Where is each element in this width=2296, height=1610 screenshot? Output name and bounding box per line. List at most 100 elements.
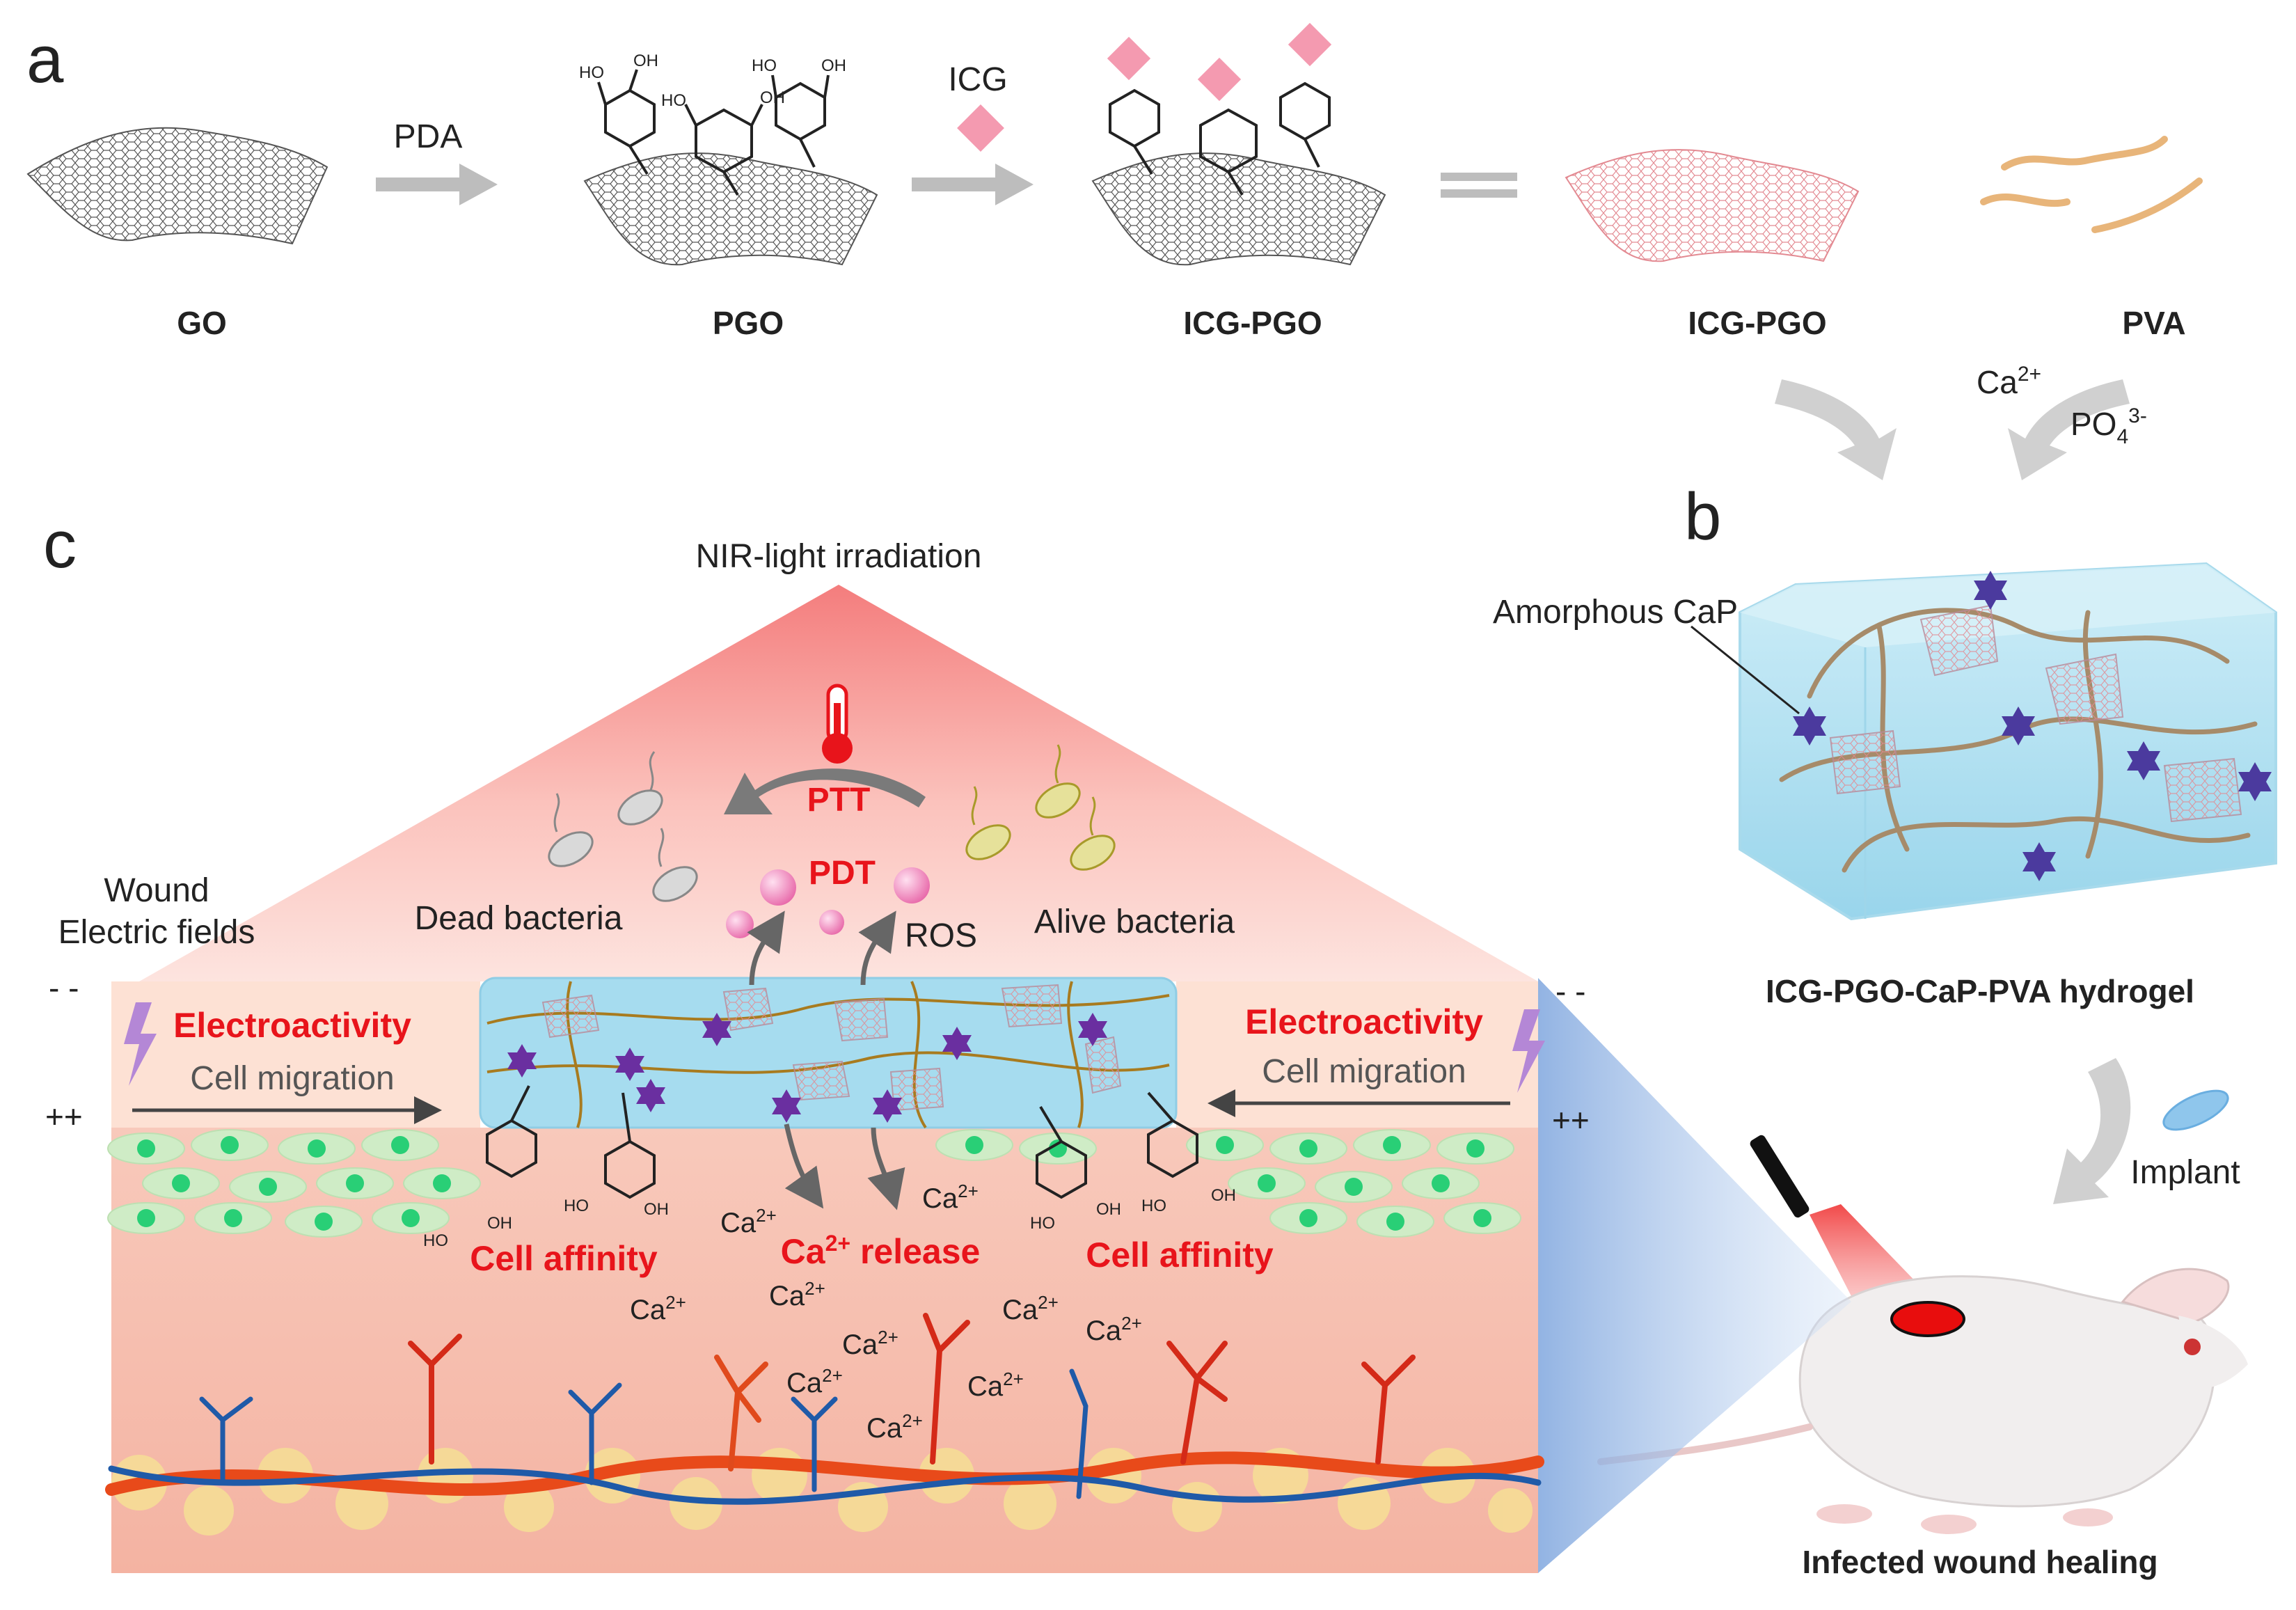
pdt-label: PDT [809,855,876,892]
icg-molecule-icon [957,104,1004,152]
pva-chains [1980,136,2203,233]
oh-label: OH [644,1200,669,1219]
icg-molecule-icon [1197,57,1242,102]
ros-arrows [747,910,896,986]
ho-label: HO [752,56,777,75]
ros-label: ROS [905,917,977,954]
charge-plus-right: ++ [1552,1102,1590,1138]
calcium-release-arrows [784,1123,905,1210]
hydroxyl-labels-pgo: HO OH HO OH HO OH [579,52,846,110]
calcium-ion: Ca2+ [922,1181,979,1214]
implant-arrow [2053,1058,2131,1204]
lightning-icon [1512,1009,1545,1093]
alive-bacteria [965,744,1116,871]
oh-label: OH [1211,1186,1236,1205]
electric-fields-label: Electric fields [58,914,255,951]
icg-molecule-icon [1288,22,1332,67]
nir-light-pyramid [139,585,1538,981]
icg-molecule-icon [1107,36,1151,81]
go-label: GO [177,305,227,341]
oh-label: OH [760,88,785,107]
catechol-groups-icg [1109,81,1331,196]
ho-label: HO [423,1231,448,1250]
cell-affinity-label-left: Cell affinity [470,1239,658,1278]
cell-migration-label-left: Cell migration [190,1060,394,1097]
hydrogel-bed-flakes [541,984,1122,1112]
dead-bacteria [548,751,698,902]
laser-pointer-icon [1750,1135,1810,1218]
icg-pgo-label: ICG-PGO [1183,305,1322,341]
ho-label: HO [1141,1197,1166,1215]
ptt-label: PTT [807,782,871,819]
outcome-label: Infected wound healing [1802,1544,2158,1580]
catechol-hydroxyl-labels: HO OH HO OH HO OH HO OH [423,1186,1236,1250]
catechol-anchors [486,1085,1198,1199]
pda-label: PDA [394,118,463,155]
mouse-illustration [1597,1268,2248,1534]
calcium-ions: Ca2+ Ca2+ Ca2+ Ca2+ Ca2+ Ca2+ Ca2+ Ca2+ … [630,1181,1142,1444]
implant-disc-icon [2162,1089,2229,1131]
ho-label: HO [661,91,686,110]
electroactivity-label-right: Electroactivity [1245,1002,1483,1041]
cell-layer [107,1129,1521,1238]
ho-label: HO [564,1197,589,1215]
pgo-sheet [583,152,878,266]
charge-minus-left: - - [49,970,79,1006]
panel-label-a: a [26,22,64,97]
calcium-ion: Ca2+ [769,1278,825,1311]
cell-migration-label-right: Cell migration [1262,1053,1466,1090]
oh-label: OH [1096,1200,1121,1219]
merge-arrows [1775,379,2130,480]
cell-affinity-label-right: Cell affinity [1086,1236,1274,1274]
calcium-ion: Ca2+ [842,1327,898,1360]
wound-spot [1890,1301,1965,1337]
icg-molecules [1107,22,1332,102]
nir-label: NIR-light irradiation [696,538,982,575]
ptt-arrow [724,768,926,814]
blood-vessels [105,1313,1544,1505]
calcium-ion: Ca2+ [866,1410,923,1444]
panel-label-c: c [43,507,77,582]
lightning-icon [124,1002,157,1086]
ros-spheres [726,867,930,938]
ho-label: HO [1030,1214,1055,1233]
electroactivity-label-left: Electroactivity [173,1006,411,1045]
pva-label: PVA [2122,305,2185,341]
cap-nanoparticles [1793,571,2272,881]
amorphous-cap-leader [1691,625,1800,715]
magnification-beam [1538,978,1851,1573]
calcium-ion: Ca2+ [967,1368,1024,1402]
hydrogel-bed-nanoparticles [507,1013,1107,1123]
calcium-ion: Ca2+ [786,1365,843,1398]
pgo-label: PGO [713,305,784,341]
oh-label: OH [633,52,658,70]
equals-sign [1441,173,1517,198]
implant-label: Implant [2130,1154,2240,1191]
graphene-flakes-in-gel [1829,604,2242,823]
pda-arrow [376,164,498,205]
calcium-release-label: Ca2+ release [781,1231,981,1271]
wound-edge-left [111,981,480,1128]
thermometer-icon [822,684,853,764]
oh-label: OH [821,56,846,75]
calcium-ion: Ca2+ [1002,1292,1059,1325]
calcium-ion: Ca2+ [630,1292,686,1325]
wound-label: Wound [104,872,209,909]
charge-plus-left: ++ [45,1098,83,1135]
panel-label-b: b [1684,480,1721,554]
hydrogel-block [1739,562,2277,921]
calcium-ion: Ca2+ [1086,1313,1142,1346]
charge-minus-right: - - [1555,973,1585,1009]
icg-pgo-sheet [1091,152,1386,266]
catechol-groups-pgo [597,69,830,196]
icg-arrow [912,164,1034,205]
alive-bacteria-label: Alive bacteria [1034,903,1235,940]
phosphate-ion-label: PO43- [2071,404,2147,448]
oh-label: OH [487,1214,512,1233]
calcium-ion-label: Ca2+ [1977,363,2041,400]
amorphous-cap-label: Amorphous CaP [1493,594,1738,631]
calcium-ion: Ca2+ [720,1205,777,1238]
dead-bacteria-label: Dead bacteria [415,900,623,937]
go-sheet [26,127,328,245]
